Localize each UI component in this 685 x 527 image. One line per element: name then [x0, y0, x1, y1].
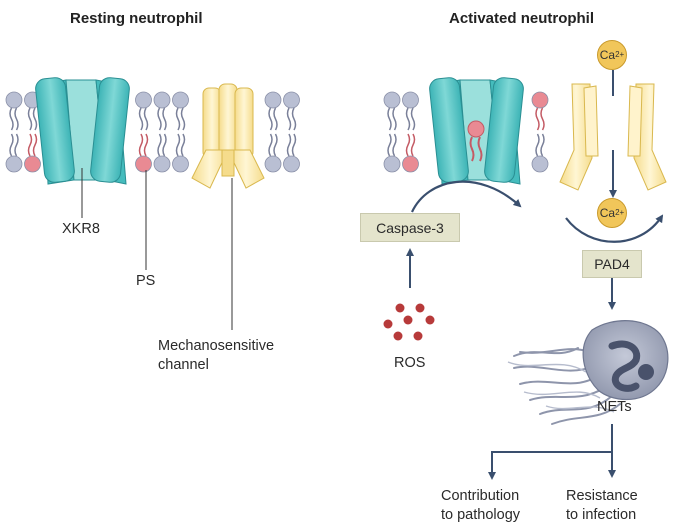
lipid-head [531, 155, 549, 173]
lipid-tail [540, 133, 545, 157]
mechanosensitive-channel-label-line1: Mechanosensitive [158, 338, 275, 354]
lipid-tail [157, 107, 162, 131]
lipid-tail [180, 133, 186, 157]
lipid-tail [410, 133, 416, 157]
lipid-tail [9, 133, 14, 157]
ros-label: ROS [394, 355, 426, 371]
lipid-tail [162, 107, 167, 131]
lipid-tail [268, 133, 273, 157]
nets-to-pathology-arrow [488, 451, 612, 480]
lipid-tail [535, 107, 540, 131]
lipid-head [172, 91, 189, 109]
mechanosensitive-channel-resting [191, 83, 265, 189]
infection-label-line2: to infection [566, 507, 637, 523]
lipid-tail [291, 107, 297, 131]
lipid-tail [180, 107, 186, 131]
mechanosensitive-channel-activated [559, 83, 667, 191]
lipid-tail [286, 107, 292, 131]
xkr8-label: XKR8 [62, 221, 100, 237]
lipid-tail [175, 107, 181, 131]
xkr8-scramblase-resting [35, 77, 130, 185]
lipid-head [264, 155, 282, 173]
lipid-head [383, 155, 401, 173]
lipid-tail [157, 133, 162, 157]
lipid-tail [138, 133, 144, 157]
lipid-head [24, 155, 41, 173]
lipid-tail [32, 107, 38, 131]
ros-particles [383, 303, 435, 341]
ps-in-transit [467, 120, 485, 138]
lipid-tail [138, 107, 144, 131]
lipid-tail [268, 107, 273, 131]
lipid-head [5, 91, 23, 109]
lipid-head [283, 155, 300, 173]
lipid-tail [273, 133, 278, 157]
lipid-tail [9, 107, 14, 131]
lipid-head [402, 91, 419, 109]
lipid-tail [387, 107, 392, 131]
lipid-head [264, 91, 282, 109]
lipid-tail [27, 107, 33, 131]
calcium-pad4-arrow [565, 214, 664, 243]
lipid-tail [405, 107, 411, 131]
lipid-tail [14, 133, 19, 157]
lipid-tail [27, 133, 33, 157]
nets-illustration [507, 320, 669, 425]
infection-label-line1: Resistance [566, 488, 638, 504]
lipid-head [283, 91, 300, 109]
lipid-tail [162, 133, 167, 157]
lipid-tail [143, 133, 149, 157]
lipid-tail [32, 133, 38, 157]
lipid-head [153, 91, 171, 109]
lipid-tail [405, 133, 411, 157]
pathology-label-line2: to pathology [441, 507, 521, 523]
lipid-head [383, 91, 401, 109]
lipid-tail [143, 107, 149, 131]
lipid-tail [175, 133, 181, 157]
lipid-tail [535, 133, 540, 157]
lipid-head [135, 155, 152, 173]
lipid-tail [540, 107, 545, 131]
xkr8-scramblase-activated [429, 77, 524, 185]
caspase-activation-arrow [411, 180, 522, 213]
lipid-head [531, 91, 549, 109]
resting-membrane [5, 91, 300, 173]
caspase-3-box: Caspase-3 [360, 213, 460, 242]
lipid-tail [286, 133, 292, 157]
activated-panel-title: Activated neutrophil [449, 10, 595, 27]
nets-label: NETs [597, 399, 632, 415]
lipid-tail [14, 107, 19, 131]
pathology-label-line1: Contribution [441, 488, 520, 504]
pad4-box: PAD4 [582, 250, 642, 278]
lipid-tail [273, 107, 278, 131]
lipid-tail [410, 107, 416, 131]
lipid-tail [291, 133, 297, 157]
resting-panel-title: Resting neutrophil [70, 10, 203, 27]
ps-label: PS [136, 273, 156, 289]
lipid-tail [387, 133, 392, 157]
lipid-head [153, 155, 171, 173]
activated-membrane [383, 91, 549, 173]
lipid-head [172, 155, 189, 173]
lipid-head [402, 155, 419, 173]
mechanosensitive-channel-label-line2: channel [158, 357, 209, 373]
lipid-head [135, 91, 152, 109]
lipid-tail [392, 133, 397, 157]
lipid-tail [392, 107, 397, 131]
lipid-head [5, 155, 23, 173]
